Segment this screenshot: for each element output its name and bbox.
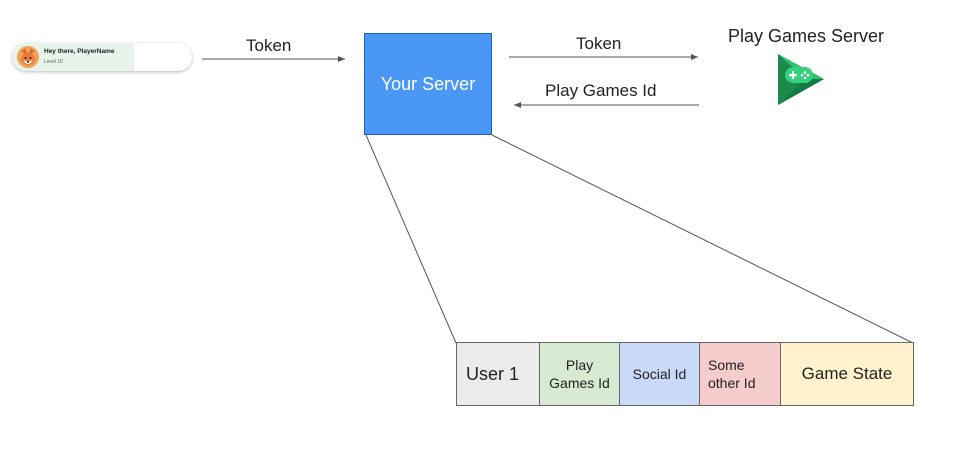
record-cell-social-id: Social Id (620, 343, 700, 405)
label-token-server: Token (576, 34, 622, 53)
play-games-server-title: Play Games Server (728, 26, 885, 46)
fox-avatar-icon (17, 46, 39, 68)
label-token-client: Token (246, 36, 292, 55)
zoom-line-left (365, 134, 457, 344)
player-card: Hey there, PlayerName Level 10 (12, 43, 192, 71)
player-greeting: Hey there, PlayerName (44, 48, 115, 55)
play-games-logo-icon (776, 52, 826, 108)
record-cell-other-id: Some other Id (700, 343, 781, 405)
your-server-box: Your Server (364, 33, 492, 135)
record-cell-game-state: Game State (781, 343, 913, 405)
record-cell-user: User 1 (457, 343, 540, 405)
record-cell-play-games-id: Play Games Id (540, 343, 620, 405)
zoom-line-right (491, 134, 914, 344)
player-level: Level 10 (44, 59, 63, 65)
label-play-games-id: Play Games Id (545, 81, 657, 100)
user-record-row: User 1 Play Games Id Social Id Some othe… (456, 342, 914, 406)
